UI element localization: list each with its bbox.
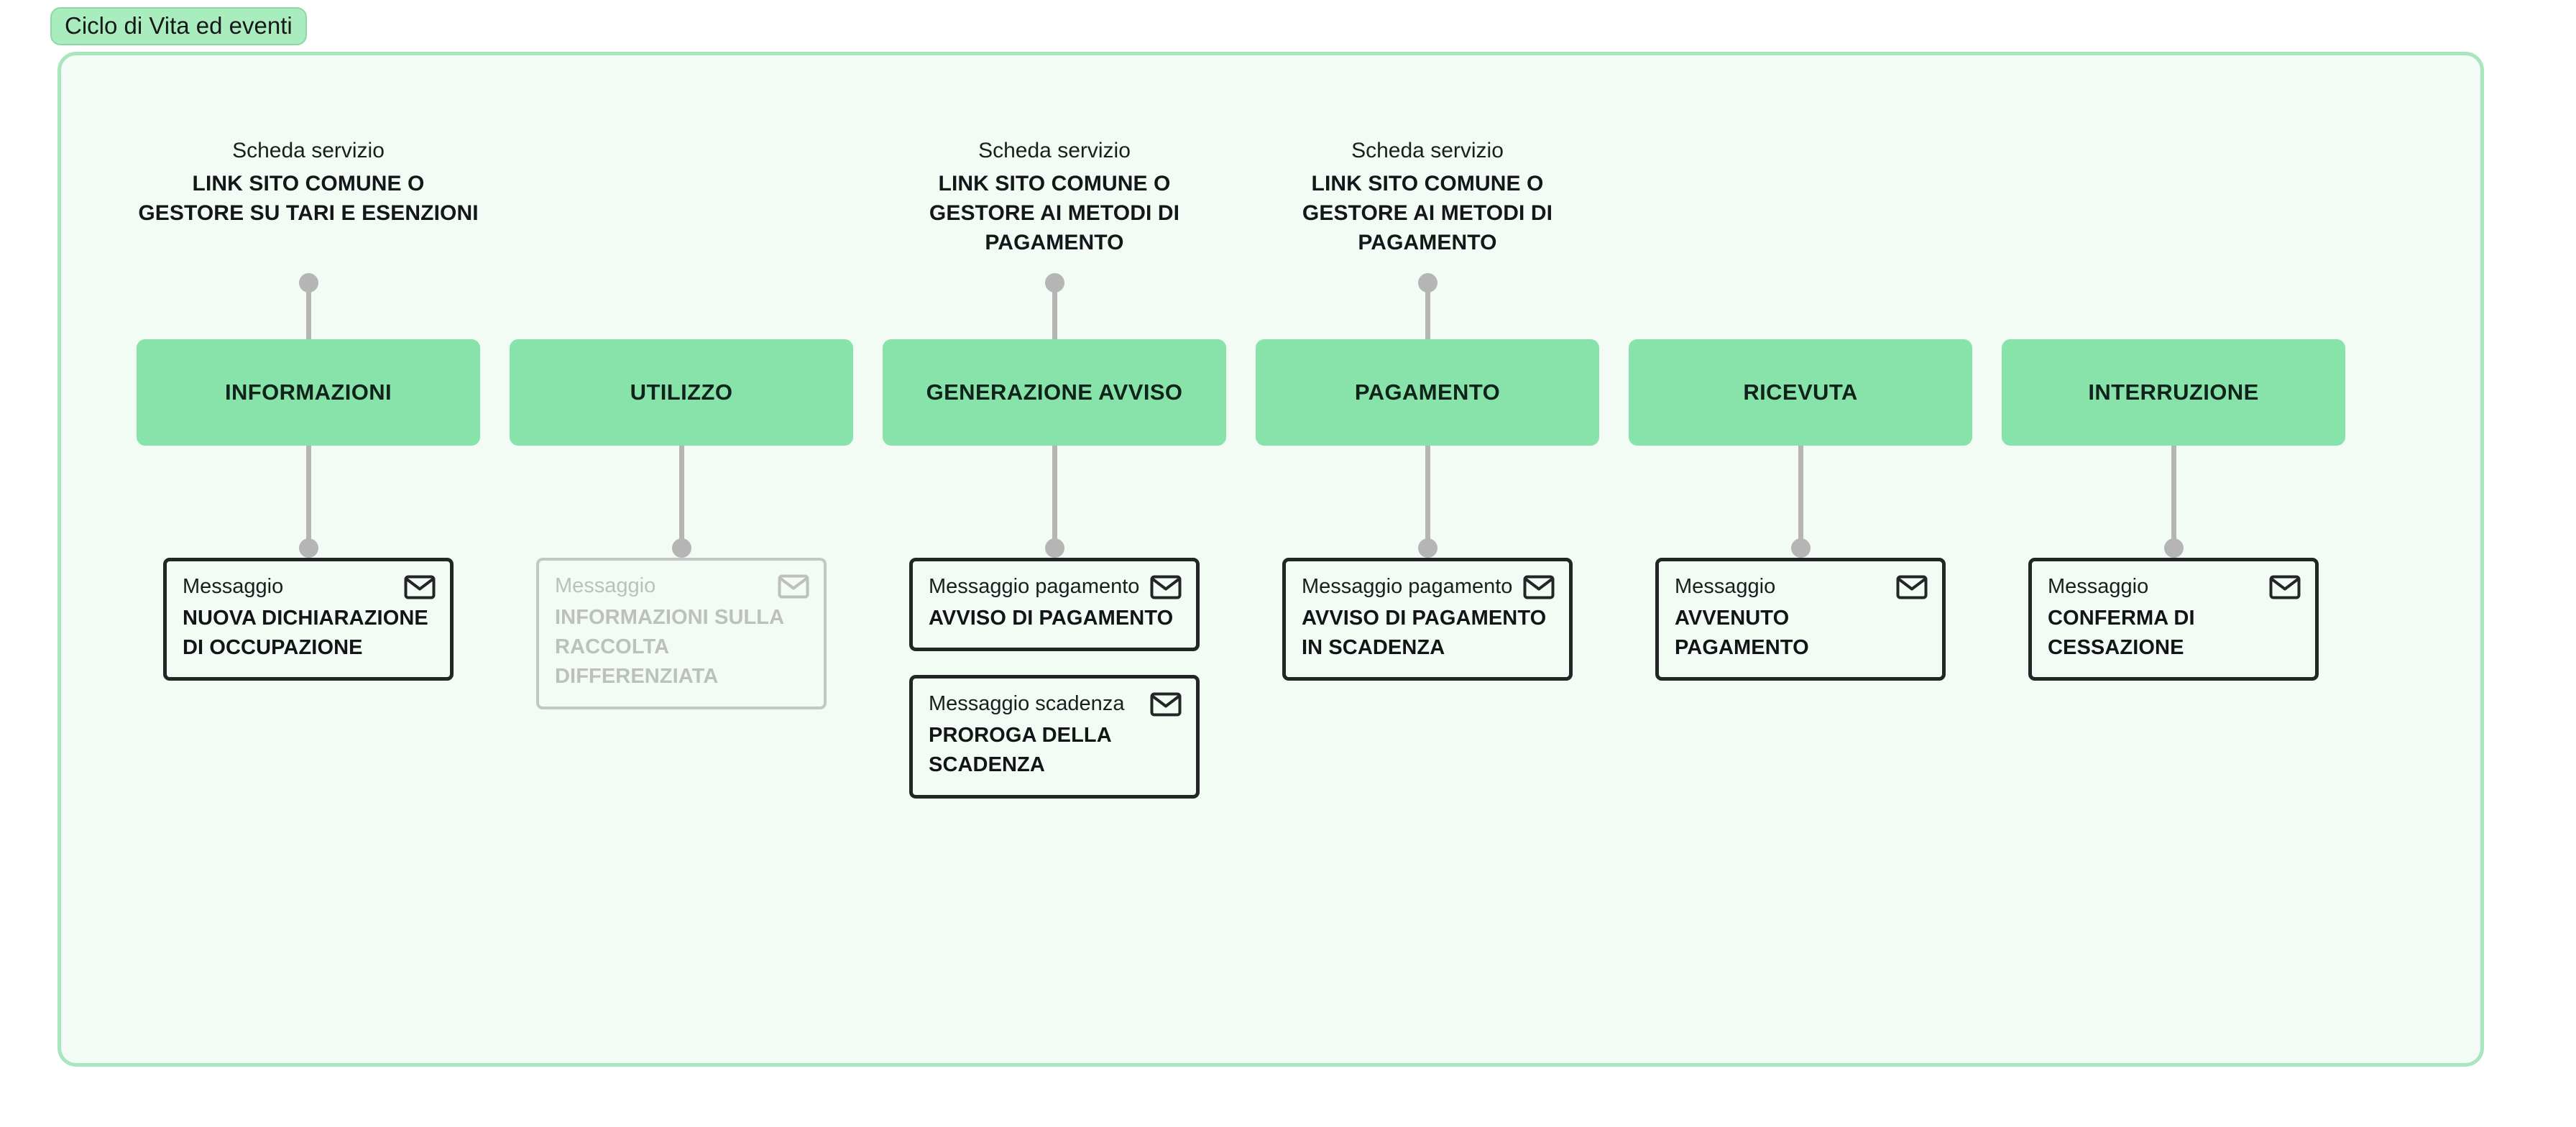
service-kicker: Scheda servizio: [232, 139, 385, 162]
phase-label: RICEVUTA: [1743, 380, 1858, 405]
connector-line: [1798, 446, 1803, 540]
connector-line: [305, 291, 311, 339]
phase-label: UTILIZZO: [630, 380, 733, 405]
connector-dot: [298, 538, 318, 558]
phase-box-interruzione[interactable]: INTERRUZIONE: [2002, 339, 2345, 446]
connector-service-to-phase-generazione-avviso: [883, 273, 1226, 339]
connector-dot: [1417, 538, 1438, 558]
message-kicker: Messaggio pagamento: [1302, 575, 1513, 598]
connector-placeholder-interruzione: [2002, 273, 2345, 339]
connector-line: [1425, 291, 1430, 339]
message-kicker: Messaggio scadenza: [929, 692, 1125, 716]
message-title: AVVISO DI PAGAMENTO IN SCADENZA: [1302, 607, 1547, 660]
connector-phase-to-message-utilizzo: [510, 446, 853, 558]
connector-line: [305, 446, 311, 540]
envelope-icon: [1523, 575, 1555, 599]
connector-dot: [1790, 538, 1811, 558]
phase-box-generazione-avviso[interactable]: GENERAZIONE AVVISO: [883, 339, 1226, 446]
service-kicker: Scheda servizio: [978, 139, 1131, 162]
envelope-icon: [1896, 575, 1928, 599]
message-kicker: Messaggio pagamento: [929, 575, 1140, 598]
connector-line: [1425, 446, 1430, 540]
connector-line: [2171, 446, 2176, 540]
connector-placeholder-ricevuta: [1629, 273, 1972, 339]
connector-service-to-phase-pagamento: [1256, 273, 1599, 339]
service-title: LINK SITO COMUNE O GESTORE AI METODI DI …: [1302, 171, 1553, 255]
diagram-title-chip: Ciclo di Vita ed eventi: [50, 7, 307, 45]
service-title: LINK SITO COMUNE O GESTORE SU TARI E ESE…: [138, 171, 479, 225]
message-title: INFORMAZIONI SULLA RACCOLTA DIFFERENZIAT…: [555, 606, 784, 689]
connector-phase-to-message-generazione-avviso: [883, 446, 1226, 558]
connector-dot: [1044, 538, 1064, 558]
connector-line: [1052, 291, 1057, 339]
connector-dot: [298, 273, 318, 293]
service-kicker: Scheda servizio: [1351, 139, 1504, 162]
message-title: AVVENUTO PAGAMENTO: [1675, 607, 1809, 660]
phase-label: INTERRUZIONE: [2088, 380, 2259, 405]
service-card-placeholder-utilizzo: [510, 129, 853, 273]
connector-line: [1052, 446, 1057, 540]
phase-box-utilizzo[interactable]: UTILIZZO: [510, 339, 853, 446]
connector-line: [678, 446, 684, 540]
connector-dot: [1044, 273, 1064, 293]
phase-label: GENERAZIONE AVVISO: [926, 380, 1183, 405]
message-title: AVVISO DI PAGAMENTO: [929, 607, 1174, 630]
envelope-icon: [778, 574, 809, 599]
message-title: PROROGA DELLA SCADENZA: [929, 724, 1111, 777]
phase-box-pagamento[interactable]: PAGAMENTO: [1256, 339, 1599, 446]
message-kicker: Messaggio: [555, 574, 656, 597]
message-title: CONFERMA DI CESSAZIONE: [2048, 607, 2195, 660]
envelope-icon: [1150, 575, 1182, 599]
connector-dot: [1417, 273, 1438, 293]
connector-dot: [671, 538, 691, 558]
message-title: NUOVA DICHIARAZIONE DI OCCUPAZIONE: [183, 607, 428, 660]
connector-phase-to-message-informazioni: [137, 446, 480, 558]
phase-label: INFORMAZIONI: [224, 380, 392, 405]
connector-phase-to-message-ricevuta: [1629, 446, 1972, 558]
connector-dot: [2163, 538, 2184, 558]
phase-label: PAGAMENTO: [1354, 380, 1501, 405]
connector-phase-to-message-interruzione: [2002, 446, 2345, 558]
service-card-placeholder-interruzione: [2002, 129, 2345, 273]
envelope-icon: [404, 575, 436, 599]
message-kicker: Messaggio: [1675, 575, 1776, 598]
service-title: LINK SITO COMUNE O GESTORE AI METODI DI …: [929, 171, 1180, 255]
service-card-placeholder-ricevuta: [1629, 129, 1972, 273]
envelope-icon: [1150, 692, 1182, 717]
connector-phase-to-message-pagamento: [1256, 446, 1599, 558]
message-kicker: Messaggio: [183, 575, 284, 598]
phase-box-informazioni[interactable]: INFORMAZIONI: [137, 339, 480, 446]
phase-box-ricevuta[interactable]: RICEVUTA: [1629, 339, 1972, 446]
connector-service-to-phase-informazioni: [137, 273, 480, 339]
envelope-icon: [2269, 575, 2301, 599]
message-kicker: Messaggio: [2048, 575, 2149, 598]
connector-placeholder-utilizzo: [510, 273, 853, 339]
